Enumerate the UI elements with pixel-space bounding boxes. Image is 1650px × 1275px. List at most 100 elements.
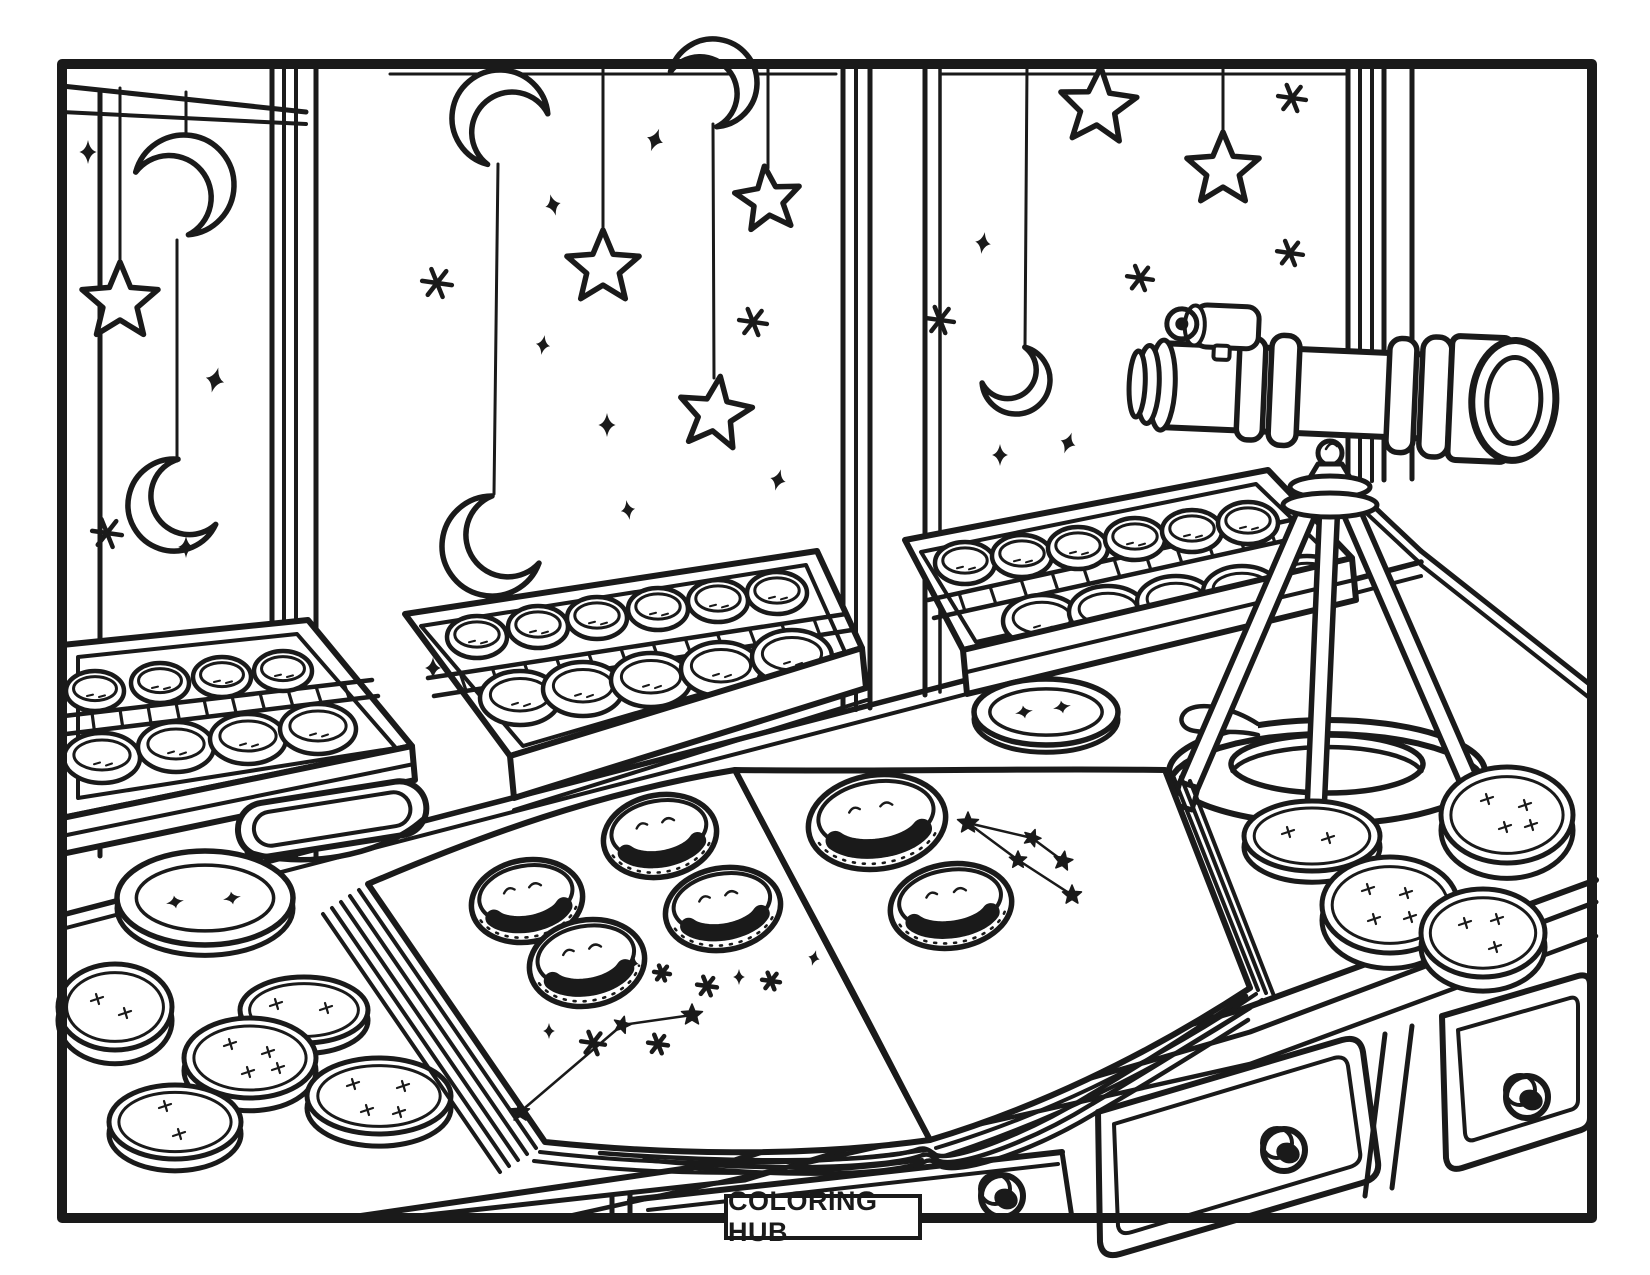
page-stack-line [357, 888, 538, 1150]
sparkle-icon [425, 657, 441, 679]
drawer-panel [1095, 1035, 1382, 1259]
drawer-knob [1503, 1073, 1551, 1121]
sparkle-icon [545, 194, 561, 216]
lens-trays [59, 467, 1359, 857]
telescope-tube-5 [1265, 332, 1303, 449]
lens [444, 613, 510, 661]
lens [63, 668, 127, 714]
sparkle-icon [1274, 238, 1306, 268]
sparkle-icon [620, 500, 636, 520]
fanned-page [641, 1005, 1253, 1170]
lens [540, 659, 626, 719]
constellation-line [1016, 858, 1074, 897]
page-stack-line [348, 894, 529, 1156]
telescope-tube-6 [1383, 335, 1420, 456]
sparkle-icon [79, 140, 97, 164]
moon-ornament [979, 344, 1053, 417]
constellation-star [1061, 884, 1083, 904]
telescope-tube-3 [1126, 348, 1148, 420]
page-stack-line [321, 912, 502, 1174]
constellation-star [680, 1003, 704, 1025]
lens [685, 577, 751, 625]
page-stack-line [1170, 771, 1260, 992]
small-bowl [971, 676, 1121, 755]
book-gutter [733, 768, 932, 1142]
sparkle-icon [205, 367, 225, 393]
hanging-star [678, 373, 756, 451]
constellation-line [966, 821, 1034, 840]
page-stack-line [1188, 779, 1276, 998]
constellation-star [1023, 828, 1042, 848]
sparkle-icon [992, 444, 1008, 466]
lens [744, 569, 810, 617]
lens [1102, 515, 1168, 563]
constellation-star [956, 811, 980, 833]
open-book [321, 766, 1276, 1176]
ornament-string [711, 122, 716, 380]
lens [1215, 499, 1281, 547]
sparkle-icon [646, 128, 664, 152]
oval-tray-1 [244, 817, 426, 863]
constellation-star [1008, 850, 1028, 869]
telescope-tube-10 [1484, 354, 1544, 446]
sparkle-icon [535, 335, 551, 355]
hanging-star [1184, 129, 1262, 204]
shallow-dish [114, 848, 296, 958]
window-frames [59, 63, 1595, 861]
ornament-string [1023, 64, 1029, 349]
sparkle-icon [770, 469, 786, 491]
page-sparkle [733, 969, 745, 985]
tray-middle-front-line [512, 698, 869, 812]
tray-left-front-line [60, 762, 416, 838]
fanned-page [597, 993, 1249, 1163]
lens [128, 660, 192, 706]
book-lens-illustration [600, 791, 720, 881]
book-lens-illustration [887, 860, 1015, 952]
lens [989, 532, 1055, 580]
ornament-string [492, 162, 500, 496]
telescope-tube-15 [1211, 343, 1232, 362]
sparkle-icon [89, 516, 125, 550]
dishes [114, 676, 1121, 958]
drawer-divider [1389, 1023, 1415, 1191]
loose-coins [55, 764, 1576, 1174]
hanging-star [564, 227, 642, 302]
page-sparkle [651, 963, 673, 983]
coin [304, 1055, 454, 1149]
telescope-tube-4 [1233, 335, 1269, 443]
oval-tray-0 [234, 778, 430, 860]
drawer-knob [1260, 1126, 1308, 1174]
sparkle-icon [1060, 432, 1076, 454]
page-stack-line [339, 900, 520, 1162]
tray-right-front-line [965, 578, 1356, 674]
lens [608, 650, 694, 710]
page-sparkle [759, 970, 783, 992]
coin [1241, 798, 1383, 885]
drawer-panel-inner [1456, 995, 1580, 1143]
sparkle-icon [178, 536, 194, 558]
page-stack-line [330, 906, 511, 1168]
wall-corner [1418, 548, 1595, 689]
constellation-star [1053, 850, 1074, 871]
sparkle-icon [975, 232, 991, 254]
brand-badge: COLORING HUB [724, 1186, 922, 1247]
moon-ornament [439, 493, 542, 599]
drawer-knob [978, 1172, 1026, 1220]
left-window-top-frame [59, 83, 309, 115]
drawer-panel-edge [1059, 1149, 1075, 1221]
page-sparkle [808, 950, 820, 966]
page-sparkle [627, 955, 639, 971]
coin [55, 961, 175, 1067]
page-sparkle [645, 1032, 671, 1056]
lens [505, 603, 571, 651]
telescope-tube-14 [1175, 317, 1189, 331]
page-sparkle [578, 1029, 608, 1057]
constellation-line [966, 821, 1020, 862]
moon-ornament [449, 67, 551, 168]
telescope-tube [1126, 302, 1560, 465]
brand-badge-label: COLORING HUB [728, 1186, 878, 1247]
lens [564, 594, 630, 642]
coin [1418, 886, 1548, 994]
constellation-star [613, 1015, 632, 1035]
lens [277, 701, 359, 757]
